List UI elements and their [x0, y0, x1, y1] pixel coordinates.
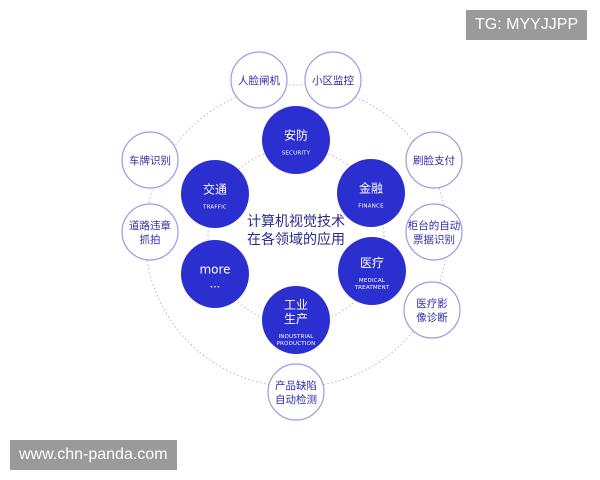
application-label: 人脸闸机 — [238, 74, 280, 87]
domain-circle — [262, 106, 330, 174]
domain-name: 交通 — [203, 182, 227, 197]
domain-circle — [181, 160, 249, 228]
domain-name: 医疗 — [360, 256, 384, 270]
application-label: 刷脸支付 — [413, 154, 455, 167]
domain-node-more: more ••• — [181, 240, 249, 308]
center-title-line1: 计算机视觉技术 — [247, 214, 345, 230]
domain-name: 生产 — [284, 312, 308, 326]
application-circle — [405, 131, 463, 189]
application-circle — [121, 131, 179, 189]
watermark-bottom: www.chn-panda.com — [10, 440, 177, 470]
domain-node-finance: 金融 FINANCE — [337, 159, 405, 227]
application-circle — [267, 363, 325, 421]
application-label: 产品缺陷 — [275, 379, 317, 392]
application-label: 自动检测 — [275, 393, 317, 406]
watermark-top: TG: MYYJJPP — [466, 10, 588, 40]
application-label: 车牌识别 — [129, 154, 171, 167]
application-circle — [230, 51, 288, 109]
application-label: 柜台的自动 — [408, 219, 461, 232]
application-label: 小区监控 — [312, 74, 354, 87]
domain-english-label: SECURITY — [282, 151, 311, 157]
application-circle — [304, 51, 362, 109]
application-circle — [121, 203, 179, 261]
application-label: 像诊断 — [416, 311, 448, 324]
domain-circle — [338, 237, 406, 305]
application-node-plate-recognition: 车牌识别 — [121, 131, 179, 189]
center-title-line2: 在各领域的应用 — [247, 231, 345, 248]
application-node-community-monitoring: 小区监控 — [304, 51, 362, 109]
domain-english-label: TRAFFIC — [202, 205, 227, 211]
center-title: 计算机视觉技术 在各领域的应用 — [247, 214, 345, 248]
domain-circle — [262, 286, 330, 354]
application-nodes: 人脸闸机小区监控刷脸支付柜台的自动票据识别医疗影像诊断产品缺陷自动检测道路违章抓… — [121, 51, 463, 421]
domain-english-label: INDUSTRIAL — [278, 334, 314, 340]
application-node-face-gate: 人脸闸机 — [230, 51, 288, 109]
application-label: 票据识别 — [413, 233, 455, 246]
application-circle — [403, 281, 461, 339]
application-label: 抓拍 — [140, 233, 161, 246]
domain-english-label: TREATMENT — [354, 285, 390, 291]
domain-name: 安防 — [284, 128, 308, 143]
domain-english-label: PRODUCTION — [277, 341, 316, 347]
domain-name: 金融 — [359, 181, 383, 196]
domain-name: more — [199, 263, 230, 277]
domain-node-security: 安防 SECURITY — [262, 106, 330, 174]
domain-english-label: MEDICAL — [359, 278, 386, 284]
domain-english-label: FINANCE — [358, 204, 384, 210]
application-node-face-payment: 刷脸支付 — [405, 131, 463, 189]
domain-circle — [181, 240, 249, 308]
application-label: 道路违章 — [129, 219, 171, 232]
application-label: 医疗影 — [416, 297, 448, 310]
domain-name: 工业 — [284, 298, 308, 312]
domain-circle — [337, 159, 405, 227]
inner-orbit-ring — [207, 147, 385, 325]
domain-node-traffic: 交通 TRAFFIC — [181, 160, 249, 228]
application-circle — [405, 203, 463, 261]
domain-english-label: ••• — [210, 285, 220, 291]
